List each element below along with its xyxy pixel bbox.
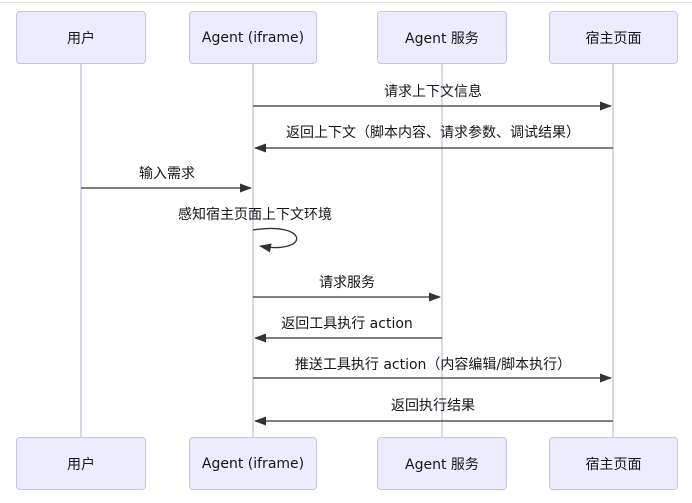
- message-label-return-exec-result: 返回执行结果: [391, 398, 475, 414]
- actor-bottom-agent-iframe: Agent (iframe): [189, 437, 317, 490]
- actor-top-host-page: 宿主页面: [549, 11, 678, 64]
- message-label-request-context: 请求上下文信息: [384, 84, 482, 100]
- message-label-push-tool-action: 推送工具执行 action（内容编辑/脚本执行）: [294, 357, 572, 373]
- top-divider: [0, 2, 692, 3]
- message-label-return-context: 返回上下文（脚本内容、请求参数、调试结果）: [286, 125, 580, 141]
- actor-bottom-user: 用户: [16, 437, 146, 490]
- actor-top-agent-iframe: Agent (iframe): [189, 11, 317, 64]
- arrow-self-loop-perceive-context: [252, 227, 298, 253]
- message-label-input-requirement: 输入需求: [139, 166, 195, 182]
- actor-bottom-host-page: 宿主页面: [549, 437, 678, 490]
- actor-top-agent-service: Agent 服务: [377, 11, 507, 64]
- message-label-perceive-context: 感知宿主页面上下文环境: [178, 207, 332, 223]
- actor-bottom-agent-service: Agent 服务: [377, 437, 507, 490]
- actor-top-user: 用户: [16, 11, 146, 64]
- message-label-return-tool-action: 返回工具执行 action: [281, 316, 413, 332]
- message-label-request-service: 请求服务: [319, 275, 375, 291]
